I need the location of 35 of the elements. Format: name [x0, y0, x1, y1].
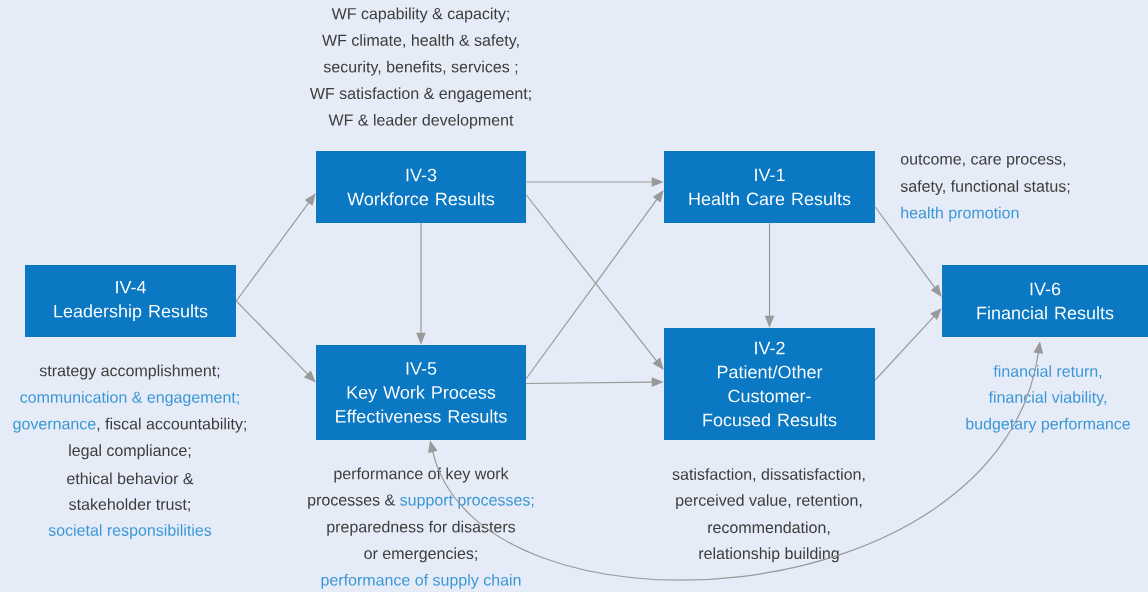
- description-text: societal responsibilities: [48, 524, 212, 540]
- description-text: security, benefits, services ;: [323, 60, 518, 76]
- description-text: WF capability & capacity;: [331, 7, 509, 23]
- description-text: budgetary performance: [966, 417, 1130, 433]
- results-box: IV-5 Key Work Process Effectiveness Results: [316, 345, 526, 440]
- description-text: outcome, care process,: [900, 154, 1066, 168]
- description-text: or emergencies;: [364, 547, 477, 563]
- arrow: [874, 308, 942, 381]
- description-text: WF climate, health & safety,: [322, 34, 519, 50]
- results-box: IV-1 Health Care Results: [664, 151, 875, 223]
- description-text: strategy accomplishment;: [39, 364, 220, 380]
- results-box: IV-6 Financial Results: [942, 265, 1148, 337]
- description-text: financial return,: [993, 365, 1102, 379]
- description-text: perceived value, retention,: [676, 494, 862, 510]
- description-text: WF & leader development: [328, 113, 514, 129]
- description-text: governance, fiscal accountability;: [13, 417, 246, 433]
- description-text: satisfaction, dissatisfaction,: [672, 468, 865, 482]
- description-text: recommendation,: [708, 521, 830, 536]
- description-text: legal compliance;: [69, 444, 191, 460]
- description-text: health promotion: [901, 206, 1019, 222]
- description-text: performance of key work: [334, 467, 509, 483]
- results-box: IV-3 Workforce Results: [316, 151, 526, 223]
- description-text: communication & engagement;: [20, 391, 239, 407]
- arrow: [874, 206, 942, 297]
- results-box: IV-2 Patient/Other Customer-Focused Results: [664, 328, 875, 440]
- description-text: relationship building: [699, 547, 839, 563]
- description-text: processes & support processes;: [308, 494, 534, 509]
- results-box: IV-4 Leadership Results: [25, 265, 236, 337]
- description-text: ethical behavior &: [67, 472, 194, 485]
- description-text: performance of supply chain: [321, 573, 521, 589]
- description-text: safety, functional status;: [900, 180, 1070, 196]
- description-text: stakeholder trust;: [69, 498, 190, 512]
- description-text: WF satisfaction & engagement;: [309, 87, 531, 103]
- description-text: financial viability,: [988, 391, 1106, 407]
- description-text: preparedness for disasters: [327, 520, 516, 536]
